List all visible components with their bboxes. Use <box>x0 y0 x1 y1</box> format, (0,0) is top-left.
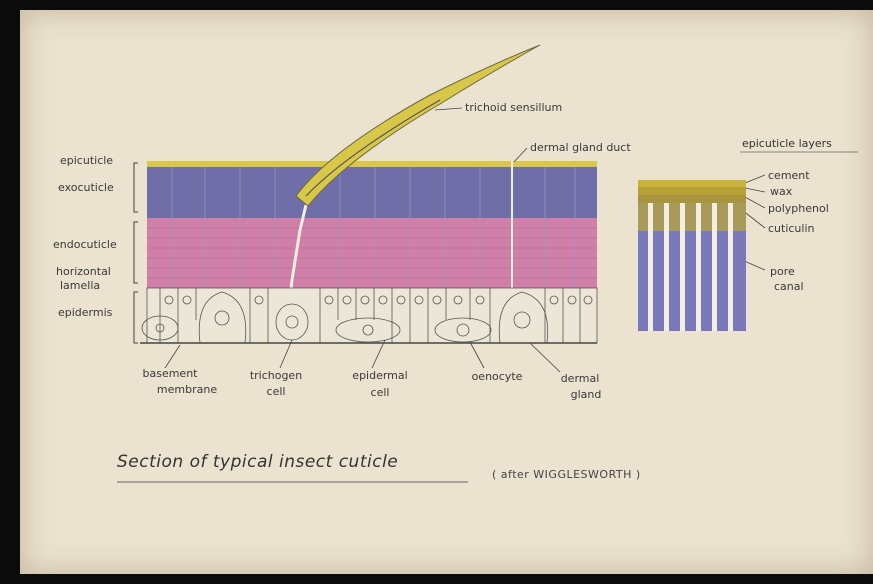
label-basement: basement <box>140 367 200 380</box>
label-canal: canal <box>774 280 804 293</box>
label-trichogen: trichogen <box>245 369 307 382</box>
diagram-credit: ( after WIGGLESWORTH ) <box>492 468 641 481</box>
label-polyphenol: polyphenol <box>768 202 829 215</box>
label-dermal-gland-duct: dermal gland duct <box>530 141 631 154</box>
label-trichogen-cell: cell <box>245 385 307 398</box>
label-endocuticle: endocuticle <box>53 238 117 251</box>
label-epicuticle: epicuticle <box>60 154 113 167</box>
label-dermal: dermal <box>550 372 610 385</box>
inset-wax <box>638 187 746 195</box>
label-epidermis: epidermis <box>58 306 112 319</box>
epidermis-layer <box>147 288 597 343</box>
label-horizontal: horizontal <box>56 265 111 278</box>
endocuticle-layer <box>147 218 597 288</box>
label-gland: gland <box>556 388 616 401</box>
label-wax: wax <box>770 185 792 198</box>
label-exocuticle: exocuticle <box>58 181 114 194</box>
left-brackets <box>134 163 138 343</box>
label-oenocyte: oenocyte <box>462 370 532 383</box>
label-trichoid-sensillum: trichoid sensillum <box>465 101 562 114</box>
label-cuticulin: cuticulin <box>768 222 815 235</box>
label-pore: pore <box>770 265 795 278</box>
label-epidermal: epidermal <box>345 369 415 382</box>
inset-polyphenol <box>638 195 746 203</box>
label-epidermal-cell: cell <box>345 386 415 399</box>
cuticle-section <box>140 161 597 343</box>
inset-cement <box>638 180 746 187</box>
label-lamella: lamella <box>60 279 100 292</box>
exocuticle-layer <box>147 166 597 218</box>
epicuticle-layer <box>147 161 597 167</box>
label-cement: cement <box>768 169 810 182</box>
diagram-title: Section of typical insect cuticle <box>117 452 398 472</box>
epicuticle-inset <box>638 180 746 331</box>
label-membrane: membrane <box>152 383 222 396</box>
label-epicuticle-layers: epicuticle layers <box>742 137 832 150</box>
